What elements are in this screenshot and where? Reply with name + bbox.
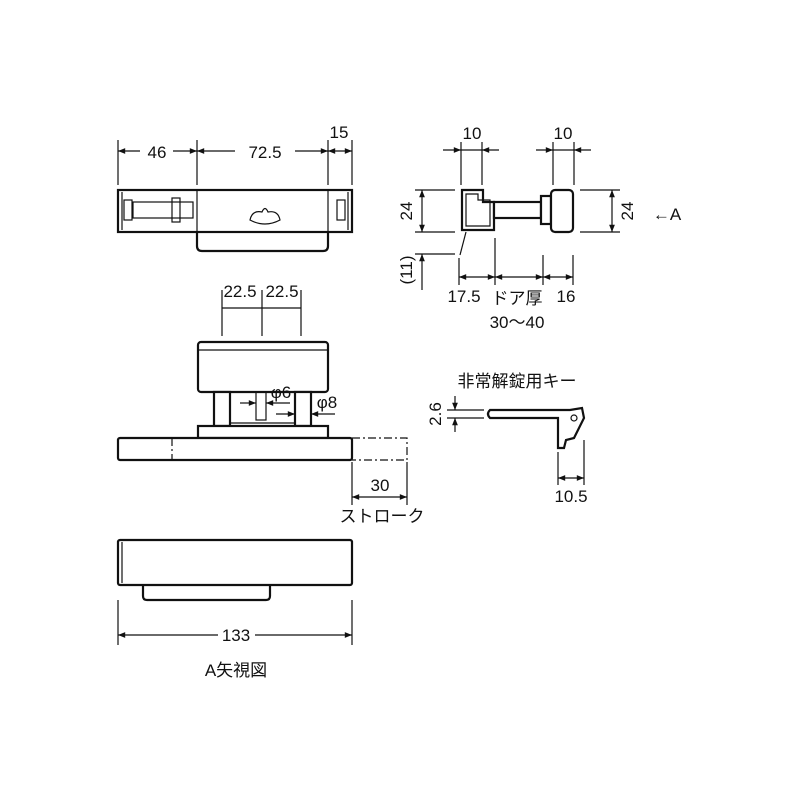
view-caption: A矢視図	[205, 661, 267, 680]
keyhole-icon	[249, 207, 281, 225]
emergency-key: 非常解錠用キー 2.6 10.5	[426, 372, 588, 506]
dia-8: φ8	[317, 393, 337, 412]
dim-15: 15	[330, 123, 349, 142]
dim-16: 16	[557, 287, 576, 306]
dim-72-5: 72.5	[248, 143, 281, 162]
key-hole-icon	[570, 414, 578, 422]
side-view: 10 10 24 (11) 24 ←A 17.5 ドア厚 30〜40 16	[397, 124, 682, 332]
dim-11: (11)	[397, 256, 416, 285]
dim-22-5-b: 22.5	[265, 282, 298, 301]
door-thickness-label: ドア厚	[492, 289, 543, 308]
top-view: 46 72.5 15	[116, 123, 354, 253]
dim-10-5: 10.5	[554, 487, 587, 506]
dim-24-right: 24	[618, 202, 637, 221]
dim-10-right: 10	[554, 124, 573, 143]
door-thickness-range: 30〜40	[490, 313, 545, 332]
dim-133: 133	[222, 626, 250, 645]
dim-24-left: 24	[397, 202, 416, 221]
stroke-value: 30	[371, 476, 390, 495]
dim-10-left: 10	[463, 124, 482, 143]
dia-6: φ6	[271, 383, 291, 402]
view-arrow-a: ←A	[653, 205, 682, 224]
bottom-view: 133 A矢視図	[116, 538, 354, 680]
dim-17-5: 17.5	[447, 287, 480, 306]
dim-2-6: 2.6	[426, 402, 445, 426]
front-view: 22.5 22.5 φ6 φ8 30 ストローク	[116, 282, 425, 526]
dim-46: 46	[148, 143, 167, 162]
stroke-label: ストローク	[340, 507, 425, 526]
key-title: 非常解錠用キー	[458, 372, 577, 391]
dim-22-5-a: 22.5	[223, 282, 256, 301]
